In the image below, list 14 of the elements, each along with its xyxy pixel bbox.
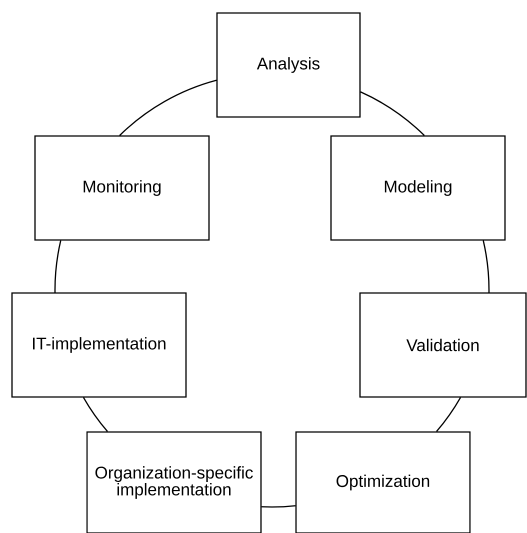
circle-arc [82, 397, 108, 432]
process-box: Monitoring [34, 135, 210, 241]
process-box: Organization-specific implementation [86, 431, 262, 533]
process-box: Optimization [295, 431, 471, 533]
circle-arc [54, 240, 62, 292]
process-box: Validation [359, 292, 527, 398]
circle-arc [360, 91, 425, 136]
circle-arc [436, 397, 462, 432]
process-box: Modeling [330, 135, 506, 241]
circle-arc [119, 80, 217, 136]
circle-arc [262, 505, 296, 508]
process-box: IT-implementation [11, 292, 187, 398]
process-box: Analysis [216, 12, 361, 118]
circle-arc [482, 240, 490, 292]
